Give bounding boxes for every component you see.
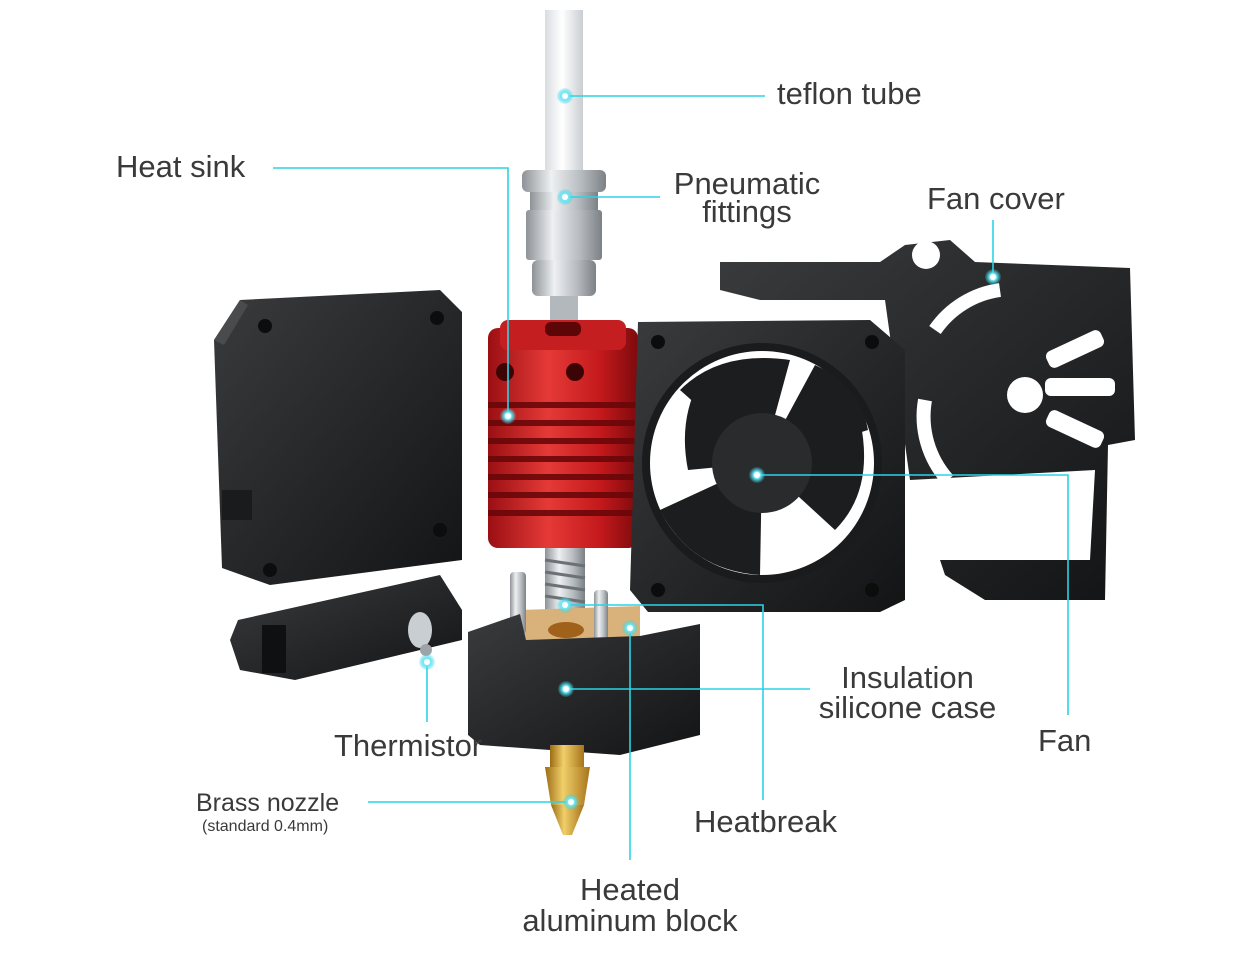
leader-heat-sink — [273, 167, 509, 416]
dot-pneumatic — [557, 189, 573, 205]
label-fan: Fan — [1038, 723, 1092, 758]
dot-heat-sink — [500, 408, 516, 424]
fan-cover — [720, 240, 1135, 600]
label-insulation-line2: silicone case — [818, 690, 997, 725]
label-heated-line1: Heated — [580, 872, 680, 907]
heater-block — [510, 572, 640, 646]
fan — [630, 320, 905, 612]
brass-nozzle — [545, 745, 590, 835]
label-insulation-line1: Insulation — [841, 660, 974, 695]
dot-thermistor — [419, 654, 435, 670]
leader-heatbreak — [565, 604, 764, 800]
thermistor-clip — [230, 575, 462, 680]
dot-nozzle — [563, 794, 579, 810]
label-pneumatic-line1: Pneumatic — [673, 166, 821, 201]
dot-fan-cover — [985, 269, 1001, 285]
label-pneumatic-line2: fittings — [702, 194, 792, 229]
label-heated-line2: aluminum block — [522, 903, 738, 938]
label-heatbreak: Heatbreak — [694, 804, 838, 839]
label-thermistor: Thermistor — [334, 728, 483, 763]
leader-lines — [273, 95, 1069, 860]
dot-teflon-tube — [557, 88, 573, 104]
silicone-case — [468, 614, 700, 755]
dot-heated-block — [622, 620, 638, 636]
label-brass-nozzle-note: (standard 0.4mm) — [202, 818, 329, 835]
dot-heatbreak — [557, 597, 573, 613]
heat-sink — [488, 320, 638, 548]
dot-insulation — [558, 681, 574, 697]
label-teflon-tube: teflon tube — [777, 76, 922, 111]
callout-dots — [419, 88, 1001, 810]
leader-fan — [757, 474, 1069, 715]
dot-fan — [749, 467, 765, 483]
label-brass-nozzle: Brass nozzle — [196, 789, 340, 817]
side-cover-plate — [214, 290, 462, 585]
label-heat-sink: Heat sink — [116, 149, 246, 184]
label-fan-cover: Fan cover — [927, 181, 1065, 216]
